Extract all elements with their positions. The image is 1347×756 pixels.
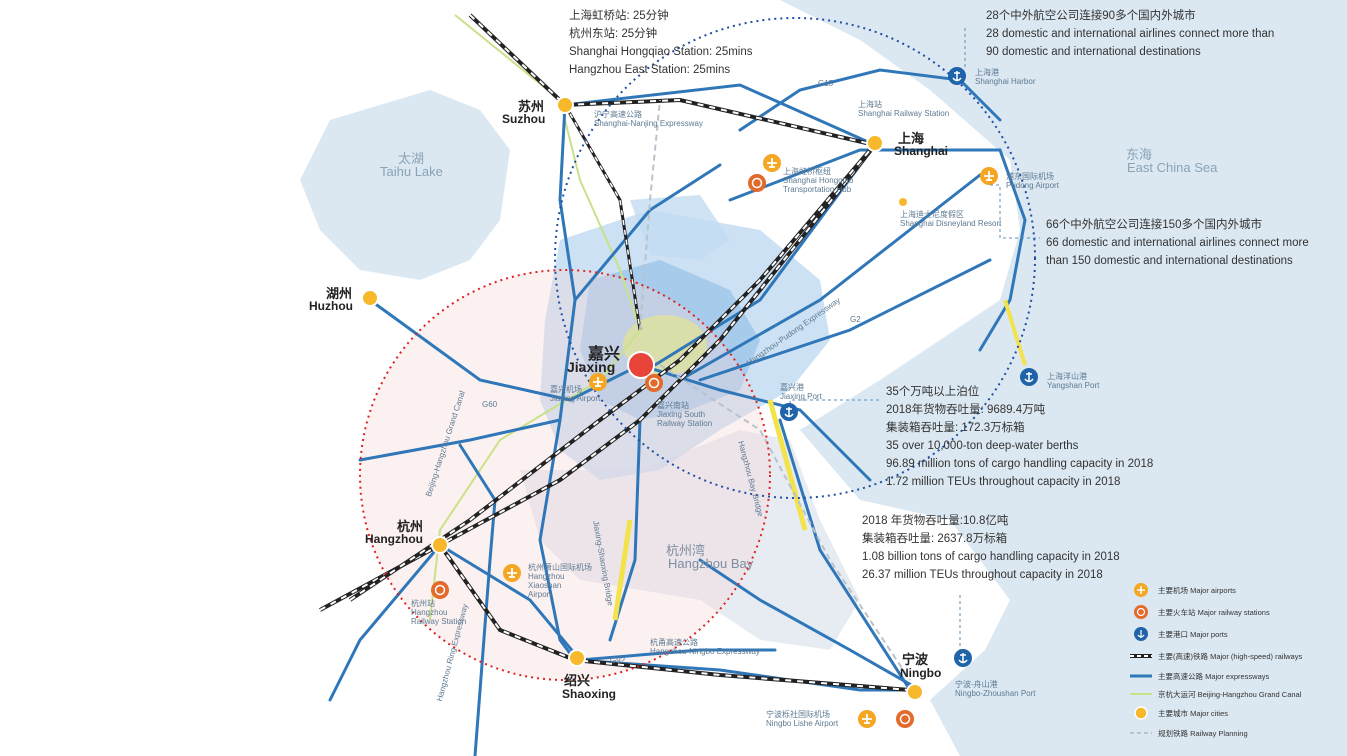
yangshan-port-icon xyxy=(1020,368,1038,386)
jiaxing-port-icon xyxy=(780,403,798,421)
hangzhou-bay-bridge xyxy=(767,399,808,531)
ningbo-marker xyxy=(906,683,924,701)
jiaxing-city-marker xyxy=(627,351,655,379)
shanghai-label-en: Shanghai xyxy=(894,144,949,158)
legend-label-planned: 规划铁路 Railway Planning xyxy=(1158,729,1248,738)
city-markers xyxy=(361,96,924,701)
planned-railway xyxy=(639,99,911,681)
taihu-label-en: Taihu Lake xyxy=(380,164,443,179)
legend-port-icon xyxy=(1134,627,1148,641)
hongqiao-station-icon xyxy=(748,174,766,192)
hangzhou-bay-water xyxy=(520,430,860,650)
hangzhou-label-en: Hangzhou xyxy=(365,532,423,546)
bay-label-zh: 杭州湾 xyxy=(666,543,706,558)
jiaxing-shaoxing-bridge xyxy=(612,519,633,621)
jiaxing-port-callout: 35个万吨以上泊位 2018年货物吞吐量: 9689.4万吨 集装箱吞吐量: 1… xyxy=(886,386,1154,488)
legend-label-station: 主要火车站 Major railway stations xyxy=(1158,608,1270,617)
shanghai-label-zh: 上海 xyxy=(898,131,925,146)
shanghai-marker xyxy=(866,134,884,152)
railway-station-icons xyxy=(431,174,914,728)
legend-city-icon xyxy=(1134,706,1148,720)
hangzhou-label-zh: 杭州 xyxy=(397,519,424,534)
legend-railway-station-icon xyxy=(1134,605,1148,619)
shanghai-harbor-icon xyxy=(948,67,966,85)
taihu-label-zh: 太湖 xyxy=(398,151,425,166)
hongqiao-airport-icon xyxy=(763,154,781,172)
xiaoshan-airport-icon xyxy=(503,564,521,582)
jiaxing-label-zh: 嘉兴 xyxy=(588,346,621,363)
urban-area-north xyxy=(630,195,730,260)
huzhou-label-zh: 湖州 xyxy=(326,286,353,301)
g92-label: G92 xyxy=(610,656,626,665)
suzhou-label-zh: 苏州 xyxy=(518,99,545,114)
shaoxing-marker xyxy=(568,649,586,667)
legend-airport-icon xyxy=(1134,583,1148,597)
shanghai-zone-circle xyxy=(554,17,1036,499)
shaoxing-label-en: Shaoxing xyxy=(562,687,617,701)
east-china-sea xyxy=(780,0,1347,756)
port-icons xyxy=(780,67,1038,667)
shanghai-air-callout: 28个中外航空公司连接90多个国内外城市 28 domestic and int… xyxy=(986,10,1275,58)
taihu-lake xyxy=(300,90,510,280)
g15-label: G15 xyxy=(818,79,834,88)
ningbo-port-callout: 2018 年货物吞吐量:10.8亿吨 集装箱吞吐量: 2637.8万标箱 1.0… xyxy=(862,515,1120,581)
jiaxing-label-en: Jiaxing xyxy=(567,359,616,375)
disneyland-marker xyxy=(899,198,907,206)
yangshan-bridge xyxy=(1003,299,1027,366)
shaoxing-label-zh: 绍兴 xyxy=(564,673,591,688)
suzhou-label-en: Suzhou xyxy=(502,112,546,126)
hangzhou-zone-circle xyxy=(359,269,771,681)
legend-label-port: 主要港口 Major ports xyxy=(1158,630,1228,639)
airport-icons xyxy=(503,154,998,728)
pudong-airport-icon xyxy=(980,167,998,185)
jiaxing-south-station-icon xyxy=(645,374,663,392)
ningbo-station-icon xyxy=(896,710,914,728)
callout-leaders xyxy=(789,28,1040,650)
eastsea-label-en: East China Sea xyxy=(1127,160,1218,175)
legend-label-railway: 主要(高速)铁路 Major (high-speed) railways xyxy=(1158,652,1303,661)
pudong-air-callout: 66个中外航空公司连接150多个国内外城市 66 domestic and in… xyxy=(1046,219,1309,267)
bay-label-en: Hangzhou Bay xyxy=(668,556,754,571)
g2-label: G2 xyxy=(850,315,861,324)
ningbo-label-en: Ningbo xyxy=(900,666,942,680)
land-south xyxy=(360,470,910,756)
lishe-airport-icon xyxy=(858,710,876,728)
legend-label-expressway: 主要高速公路 Major expressways xyxy=(1158,672,1270,681)
huzhou-label-en: Huzhou xyxy=(309,299,353,313)
eastsea-label-zh: 东海 xyxy=(1126,147,1153,162)
g60-label: G60 xyxy=(482,400,498,409)
legend-label-airport: 主要机场 Major airports xyxy=(1158,586,1236,595)
legend-symbols xyxy=(1130,583,1152,734)
legend-label-canal: 京杭大运河 Beijing-Hangzhou Grand Canal xyxy=(1158,690,1302,699)
hangzhou-station-icon xyxy=(431,581,449,599)
ningbo-port-icon xyxy=(954,649,972,667)
ningbo-label-zh: 宁波 xyxy=(902,652,929,667)
jiaxing-airport-icon xyxy=(589,373,607,391)
suzhou-marker xyxy=(556,96,574,114)
hangzhou-marker xyxy=(431,536,449,554)
rail-time-callout: 上海虹桥站: 25分钟 杭州东站: 25分钟 Shanghai Hongqiao… xyxy=(569,10,753,76)
legend-label-city: 主要城市 Major cities xyxy=(1158,709,1229,718)
huzhou-marker xyxy=(361,289,379,307)
